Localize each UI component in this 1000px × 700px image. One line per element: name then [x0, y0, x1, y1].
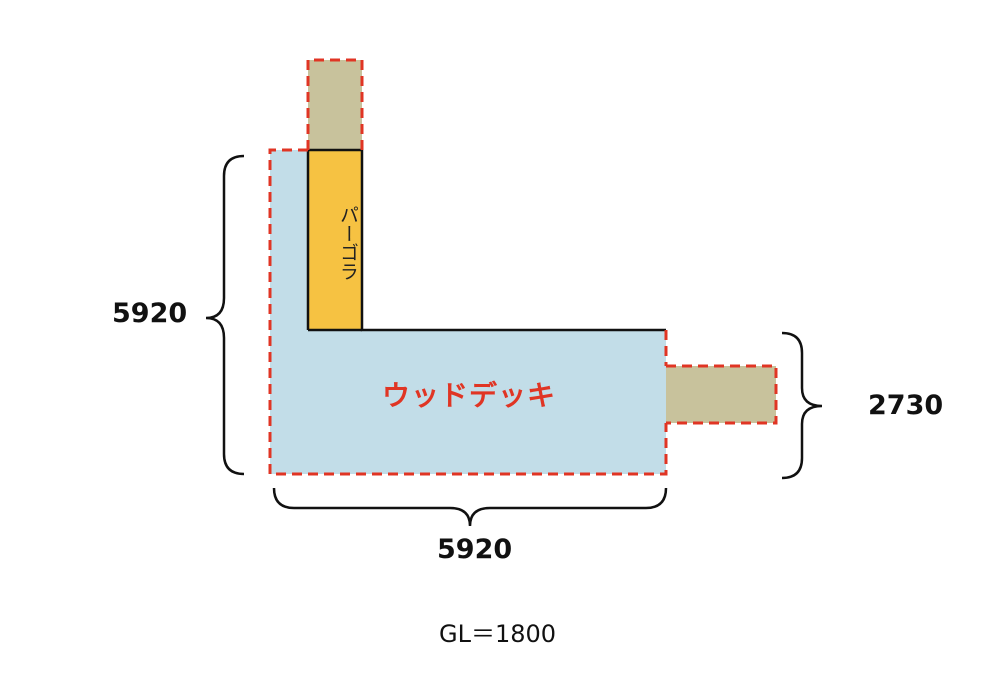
right-dimension-brace	[781, 331, 823, 480]
solid-outlines	[306, 148, 666, 332]
bottom-dimension-brace	[272, 487, 668, 527]
deck-extension-right	[666, 366, 776, 423]
pergola-extension-top	[308, 60, 362, 150]
wood-deck-label: ウッドデッキ	[382, 379, 557, 412]
wood-deck-area	[270, 150, 666, 474]
left-dimension-brace	[205, 154, 245, 476]
dimension-bottom-label: 5920	[437, 534, 513, 565]
dashed-outlines	[268, 58, 778, 476]
dimension-left-label: 5920	[112, 298, 188, 329]
pergola-area	[308, 150, 362, 330]
dimension-right-label: 2730	[868, 390, 944, 421]
ground-level-note: GL＝1800	[439, 620, 557, 648]
pergola-label: パーゴラ	[337, 205, 359, 281]
